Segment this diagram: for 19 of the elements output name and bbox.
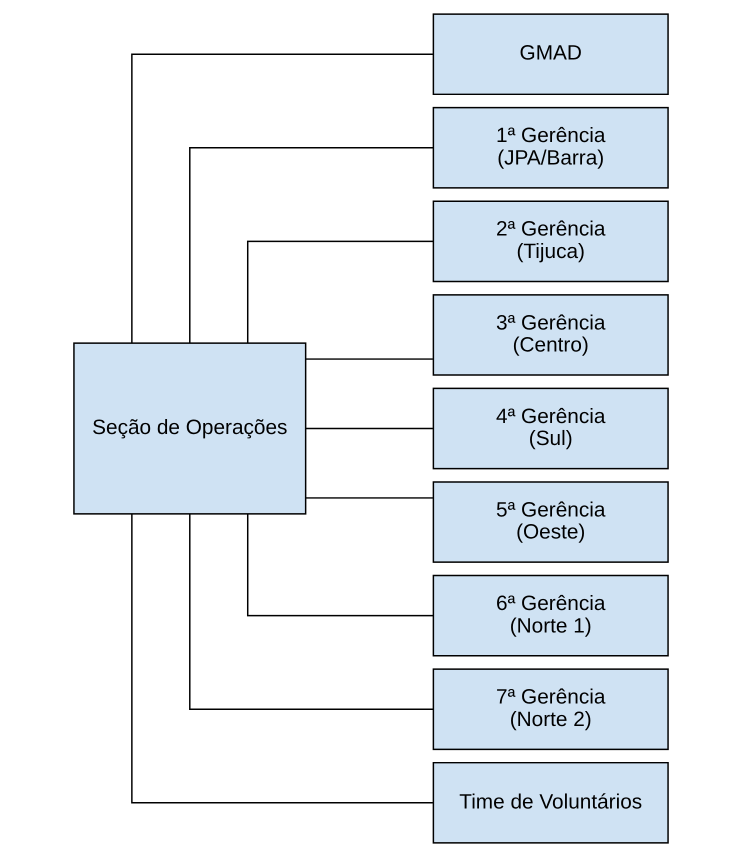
node-box: 7ª Gerência (Norte 2) bbox=[432, 668, 669, 750]
connector bbox=[189, 514, 434, 710]
connector bbox=[246, 514, 434, 616]
connector bbox=[189, 147, 434, 343]
node-box: Time de Voluntários bbox=[432, 762, 669, 844]
connector bbox=[306, 428, 433, 430]
node-box: 1ª Gerência (JPA/Barra) bbox=[432, 106, 669, 189]
connector bbox=[131, 53, 433, 343]
connector bbox=[306, 497, 433, 499]
node-box: 6ª Gerência (Norte 1) bbox=[432, 574, 669, 656]
connector bbox=[246, 240, 434, 343]
node-box: GMAD bbox=[432, 13, 669, 96]
node-box: 3ª Gerência (Centro) bbox=[432, 294, 669, 376]
node-box: 5ª Gerência (Oeste) bbox=[432, 481, 669, 563]
node-box: Seção de Operações bbox=[73, 342, 306, 515]
node-box: 4ª Gerência (Sul) bbox=[432, 388, 669, 470]
connector bbox=[131, 514, 433, 804]
connector bbox=[306, 358, 433, 360]
node-box: 2ª Gerência (Tijuca) bbox=[432, 200, 669, 282]
